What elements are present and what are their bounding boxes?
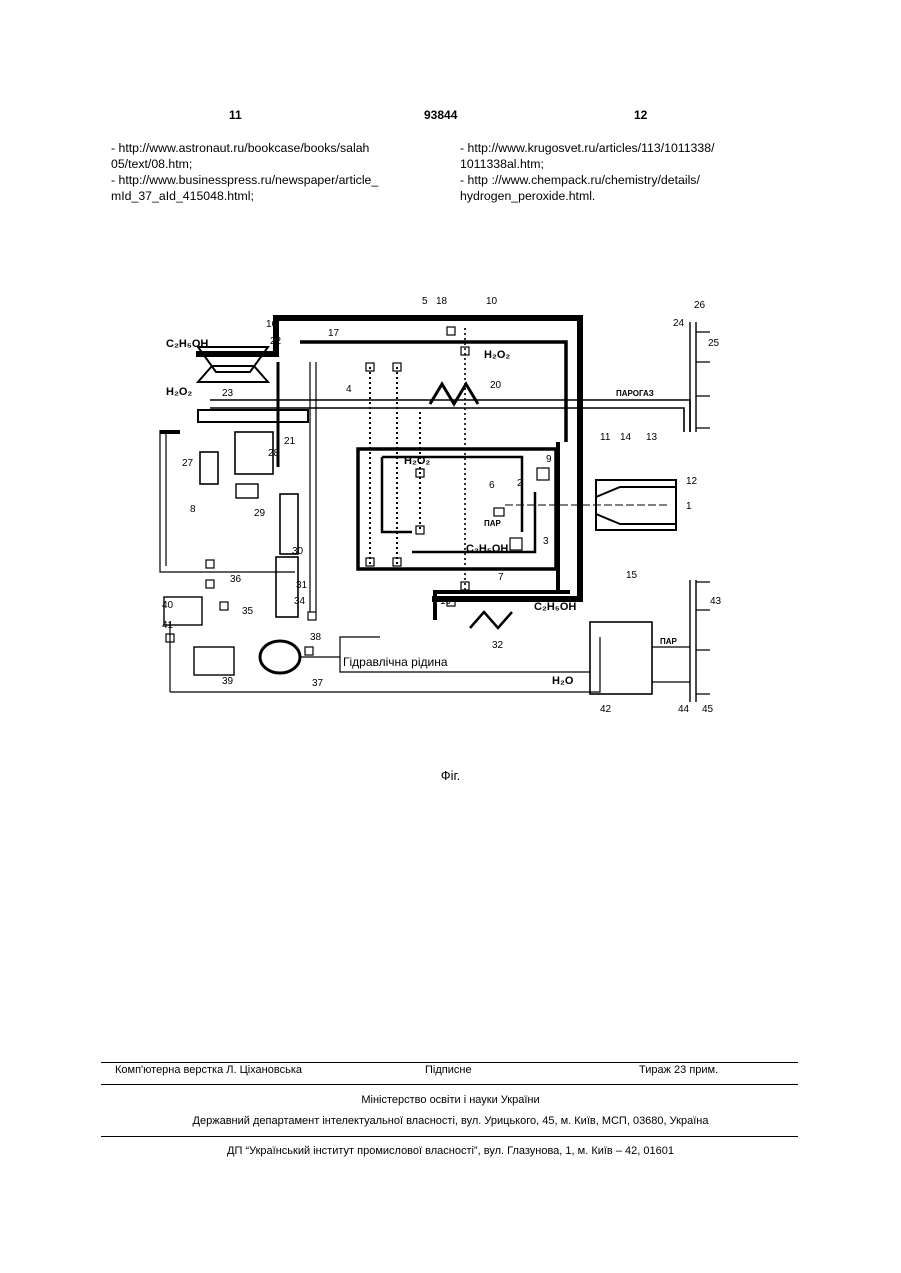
reference-line: - http://www.astronaut.ru/bookcase/books… (111, 140, 433, 156)
ref-number: 20 (490, 380, 502, 391)
ref-number: 29 (254, 508, 266, 519)
ref-number: 15 (626, 570, 638, 581)
reference-line: - http ://www.chempack.ru/chemistry/deta… (460, 172, 782, 188)
label-h2o2: H₂O₂ (484, 349, 510, 361)
references-left: - http://www.astronaut.ru/bookcase/books… (111, 140, 433, 204)
label-h2o2: H₂O₂ (404, 455, 430, 467)
ref-number: 2 (517, 478, 523, 489)
ref-number: 4 (346, 384, 352, 395)
label-parogaz: ПАРОГАЗ (616, 389, 654, 398)
reference-line: 1011338al.htm; (460, 156, 782, 172)
reference-line: 05/text/08.htm; (111, 156, 433, 172)
ref-number: 41 (162, 620, 174, 631)
footer-circulation: Тираж 23 прим. (639, 1064, 718, 1076)
footer-ministry: Міністерство освіти і науки України (0, 1094, 901, 1106)
ref-number: 8 (190, 504, 196, 515)
label-h2o2: H₂O₂ (166, 386, 192, 398)
left-page-number: 11 (229, 108, 242, 122)
footer-rule (101, 1136, 798, 1137)
ref-number: 11 (600, 432, 611, 443)
ref-number: 43 (710, 596, 722, 607)
ref-number: 6 (489, 480, 495, 491)
ref-number: 7 (498, 572, 504, 583)
ref-number: 35 (242, 606, 254, 617)
figure-caption: Фіг. (0, 768, 901, 783)
ref-number: 25 (708, 338, 720, 349)
ref-number: 10 (486, 296, 498, 307)
label-c2h5oh: C₂H₅OH (166, 338, 208, 350)
footer-department: Державний департамент інтелектуальної вл… (0, 1115, 901, 1127)
ref-number: 45 (702, 704, 714, 715)
ref-number: 18 (436, 296, 448, 307)
ref-number: 14 (620, 432, 632, 443)
ref-number: 12 (686, 476, 698, 487)
ref-number: 23 (222, 388, 234, 399)
ref-number: 16 (266, 319, 278, 330)
ref-number: 39 (222, 676, 234, 687)
footer-signed: Підписне (425, 1064, 472, 1076)
ref-number: 19 (440, 596, 452, 607)
reference-line: hydrogen_peroxide.html. (460, 188, 782, 204)
right-page-number: 12 (634, 108, 647, 122)
ref-number: 27 (182, 458, 194, 469)
ref-number: 30 (292, 546, 304, 557)
ref-number: 38 (310, 632, 322, 643)
schematic-figure: C₂H₅OH H₂O₂ H₂O₂ H₂O₂ C₂H₅OH C₂H₅OH H₂O … (150, 292, 750, 722)
label-c2h5oh: C₂H₅OH (466, 543, 508, 555)
reference-line: - http://www.businesspress.ru/newspaper/… (111, 172, 433, 188)
reference-line: - http://www.krugosvet.ru/articles/113/1… (460, 140, 782, 156)
ref-number: 21 (284, 436, 296, 447)
ref-number: 34 (294, 596, 306, 607)
label-h2o: H₂O (552, 675, 574, 687)
ref-number: 36 (230, 574, 242, 585)
ref-number: 31 (296, 580, 308, 591)
ref-number: 28 (268, 448, 280, 459)
ref-number: 40 (162, 600, 174, 611)
ref-number: 24 (673, 318, 685, 329)
references-right: - http://www.krugosvet.ru/articles/113/1… (460, 140, 782, 204)
ref-number: 44 (678, 704, 690, 715)
ref-number: 22 (270, 336, 282, 347)
ref-number: 32 (492, 640, 504, 651)
ref-number: 5 (422, 296, 428, 307)
ref-number: 17 (328, 328, 340, 339)
label-par: ПАР (484, 519, 502, 528)
label-c2h5oh: C₂H₅OH (534, 601, 576, 613)
ref-number: 3 (543, 536, 549, 547)
footer-layout-credit: Комп'ютерна верстка Л. Ціхановська (115, 1064, 302, 1076)
ref-number: 37 (312, 678, 324, 689)
ref-number: 42 (600, 704, 612, 715)
reference-line: mId_37_aId_415048.html; (111, 188, 433, 204)
label-par: ПАР (660, 637, 678, 646)
footer-rule (101, 1084, 798, 1085)
ref-number: 13 (646, 432, 658, 443)
footer-rule (101, 1062, 798, 1063)
ref-number: 9 (546, 454, 552, 465)
label-hydraulic-fluid: Гідравлічна рідина (343, 655, 448, 669)
footer-institute: ДП “Український інститут промислової вла… (0, 1145, 901, 1157)
patent-number: 93844 (424, 108, 457, 122)
ref-number: 1 (686, 501, 692, 512)
ref-number: 26 (694, 300, 706, 311)
